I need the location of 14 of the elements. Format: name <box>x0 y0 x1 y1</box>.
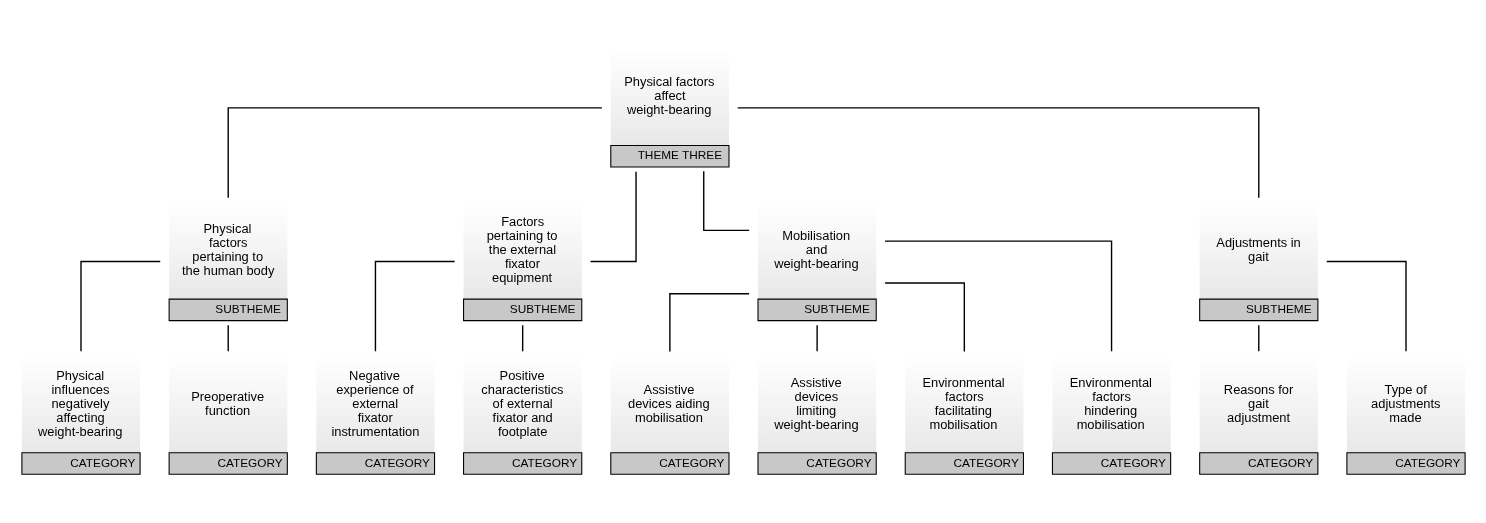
connector <box>79 260 161 353</box>
connector <box>589 170 637 263</box>
connector <box>374 260 455 353</box>
connector <box>521 324 523 352</box>
connector <box>702 170 750 232</box>
connector <box>668 293 750 353</box>
connector <box>883 240 1112 353</box>
connector <box>815 324 818 352</box>
connector <box>736 107 1259 199</box>
connector <box>883 282 965 353</box>
connector <box>227 324 229 352</box>
connector <box>1257 324 1259 352</box>
connector <box>1325 260 1407 353</box>
connector <box>227 107 603 199</box>
